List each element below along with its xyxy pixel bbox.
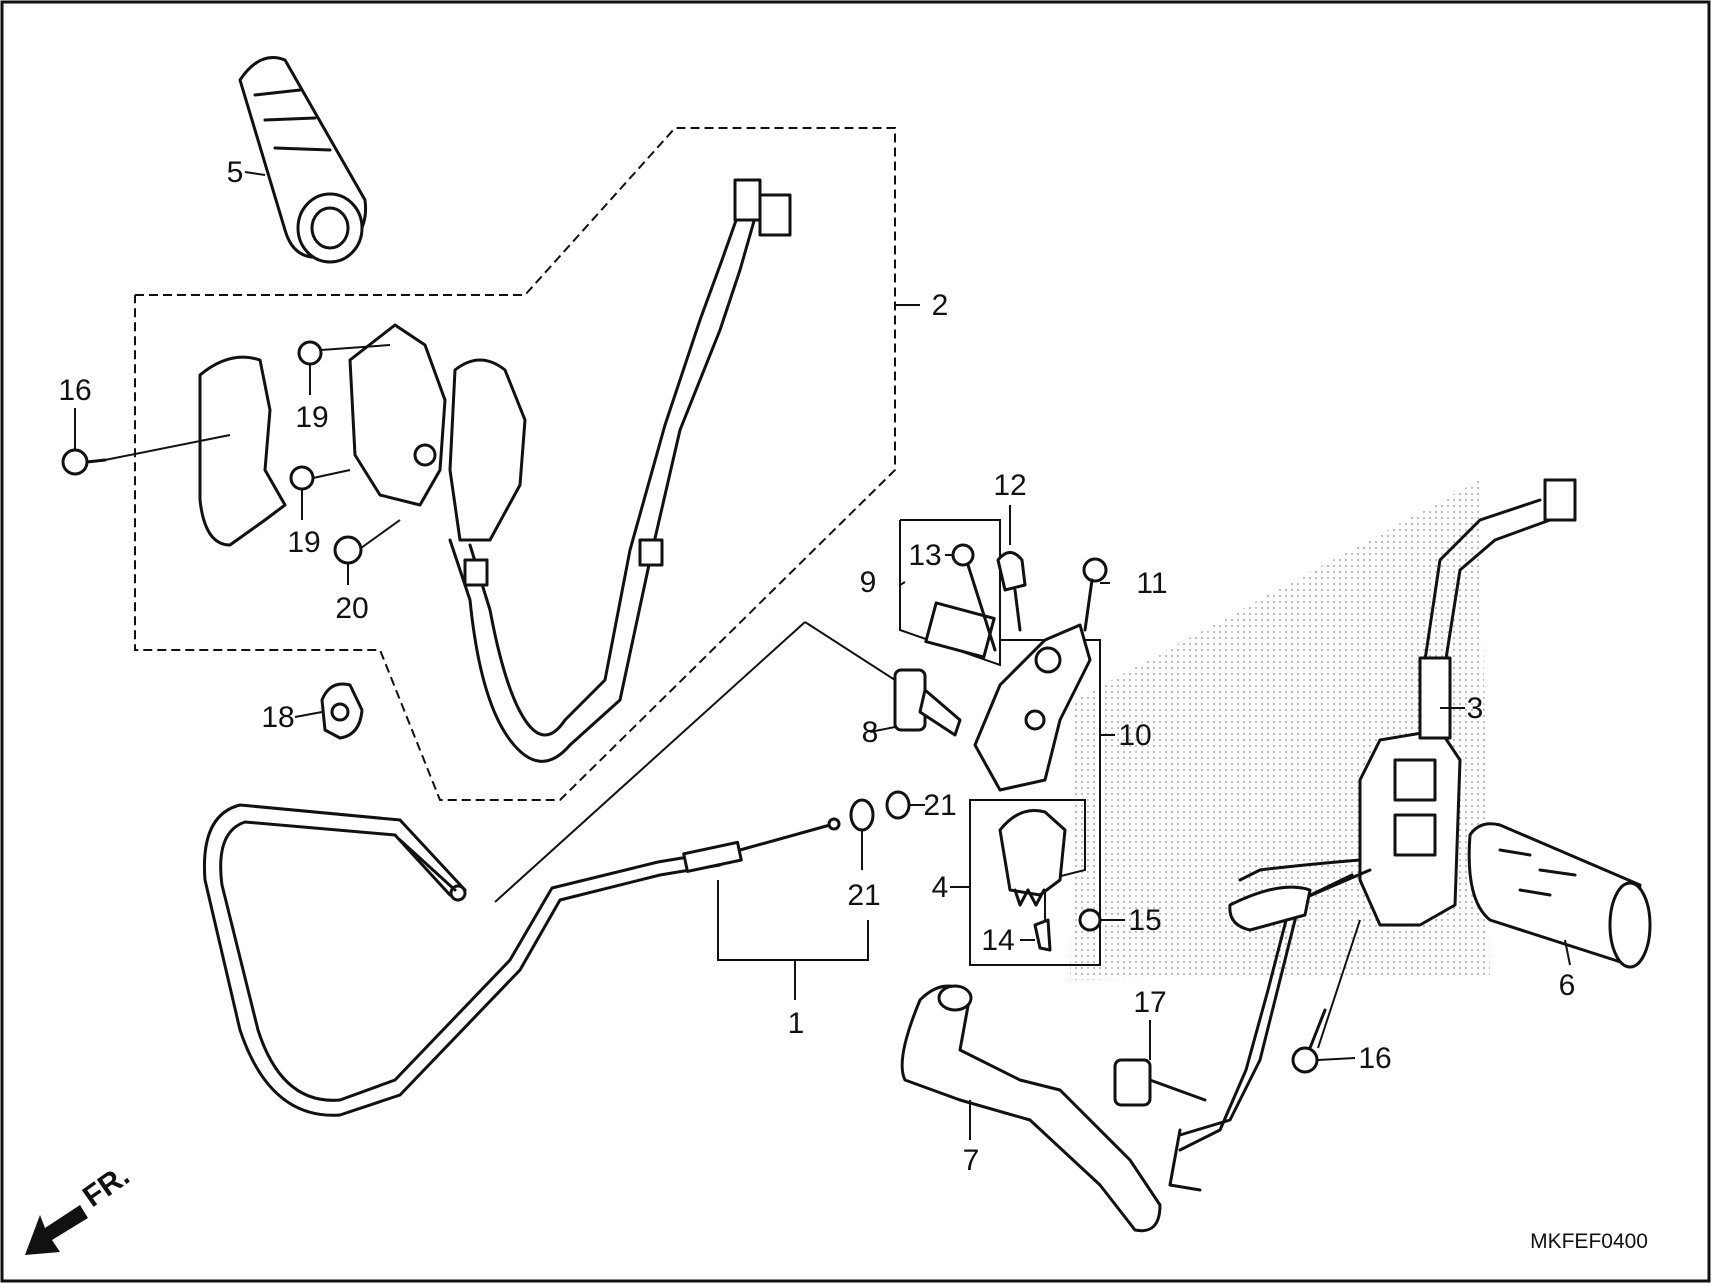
cable-guide-line: [494, 621, 806, 903]
callout-1: 1: [788, 1007, 805, 1040]
switch-4: [998, 809, 1067, 907]
group-outline-9: [899, 519, 1001, 667]
callout-5: 5: [227, 156, 244, 189]
callout-15: 15: [1128, 904, 1161, 937]
callout-12: 12: [993, 469, 1026, 502]
callout-2: 2: [932, 289, 949, 322]
screw-19-upper: [297, 340, 391, 366]
callout-4: 4: [932, 871, 949, 904]
callout-8: 8: [862, 716, 879, 749]
clutch-lever-7: [900, 984, 1202, 1233]
callout-10: 10: [1118, 719, 1151, 752]
callout-16-right: 16: [1358, 1042, 1391, 1075]
screw-19-lower: [289, 465, 351, 491]
callout-14: 14: [981, 924, 1014, 957]
switch-9: [924, 543, 997, 659]
clamp-18: [320, 682, 364, 740]
callout-17: 17: [1133, 986, 1166, 1019]
nut-15: [1078, 908, 1102, 932]
nut-21-a: [849, 798, 875, 832]
callout-20: 20: [335, 592, 368, 625]
callout-9: 9: [860, 566, 877, 599]
bracket-1: [717, 880, 869, 961]
screw-11: [1082, 557, 1108, 632]
front-direction-arrow-icon: [25, 1205, 88, 1255]
screw-20: [333, 519, 401, 565]
screw-14: [1033, 918, 1052, 952]
cable-guide-line-2: [804, 621, 896, 681]
callout-11: 11: [1136, 567, 1167, 600]
callout-6: 6: [1559, 969, 1576, 1002]
callout-16-left: 16: [58, 374, 91, 407]
leader-lines: [74, 171, 1571, 1140]
screw-16-right: [1291, 919, 1361, 1074]
callout-7: 7: [963, 1144, 980, 1177]
lever-bracket-10: [973, 623, 1092, 792]
front-direction-label: FR.: [77, 1159, 136, 1214]
callout-21-lower: 21: [847, 879, 880, 912]
clutch-cable: [202, 803, 841, 1117]
callout-13: 13: [908, 539, 941, 572]
callout-18: 18: [261, 701, 294, 734]
group-outline-4: [970, 799, 1086, 870]
diagram-code: MKFEF0400: [1530, 1230, 1648, 1253]
left-grip: [238, 56, 368, 264]
screw-12: [996, 551, 1027, 632]
right-grip: [1467, 822, 1652, 969]
right-switch-assembly: [1178, 478, 1577, 1152]
nut-21-b: [885, 790, 911, 820]
callout-19-upper: 19: [295, 401, 328, 434]
group-outline-2: [134, 127, 896, 801]
cable-tie-17: [1113, 1058, 1207, 1107]
callout-21-right: 21: [923, 789, 956, 822]
adjuster-8: [893, 668, 962, 737]
left-switch-assembly: [198, 178, 792, 763]
callout-3: 3: [1467, 692, 1484, 725]
callout-19-lower: 19: [287, 526, 320, 559]
